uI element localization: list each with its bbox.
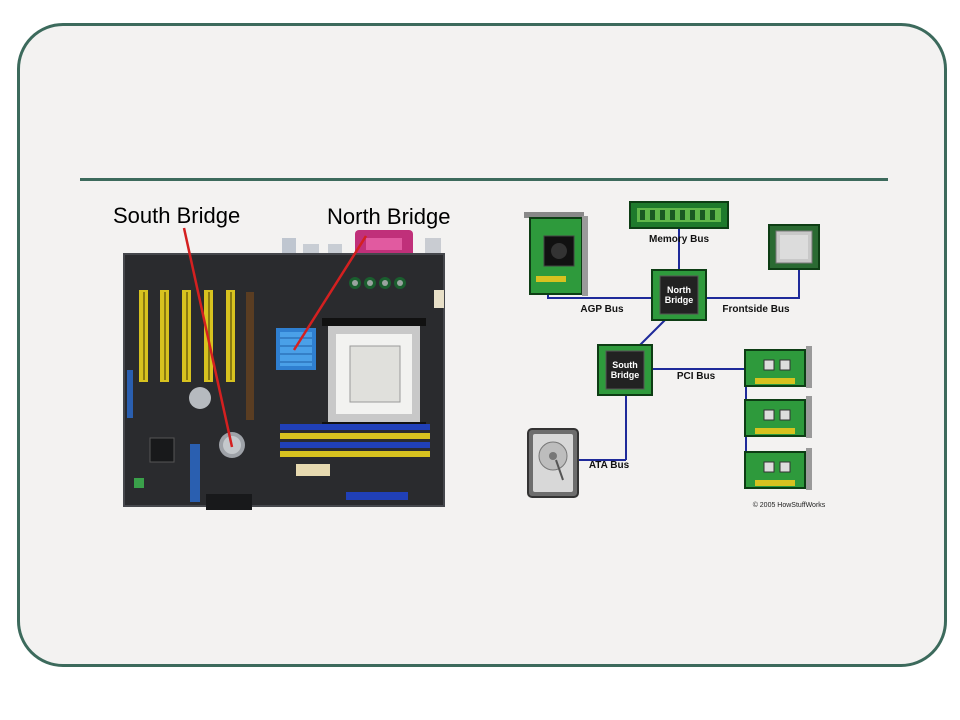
memory-module-icon bbox=[629, 201, 729, 229]
south-bridge-chip: South Bridge bbox=[597, 344, 653, 396]
north-bridge-text-2: Bridge bbox=[665, 295, 694, 305]
south-bridge-label: South Bridge bbox=[113, 203, 241, 228]
graphics-card-icon bbox=[524, 212, 588, 296]
nb-sb-link bbox=[636, 319, 666, 349]
pci-bus-label: PCI Bus bbox=[677, 371, 716, 382]
north-bridge-text-1: North bbox=[667, 285, 691, 295]
pci-card-icon bbox=[744, 346, 812, 388]
memory-bus-label: Memory Bus bbox=[649, 234, 709, 245]
north-bridge-pointer bbox=[292, 235, 368, 351]
hard-drive-icon bbox=[527, 428, 579, 498]
frontside-bus-label: Frontside Bus bbox=[722, 304, 790, 315]
copyright-credit: © 2005 HowStuffWorks bbox=[753, 501, 826, 509]
agp-bus-line bbox=[547, 294, 654, 299]
south-bridge-text-2: Bridge bbox=[611, 370, 640, 380]
north-bridge-chip: North Bridge bbox=[651, 269, 707, 321]
ata-bus-label: ATA Bus bbox=[589, 460, 630, 471]
cpu-icon bbox=[768, 224, 820, 270]
north-bridge-label: North Bridge bbox=[327, 204, 451, 229]
pci-card-icon bbox=[744, 448, 812, 490]
frontside-bus-line bbox=[706, 270, 800, 299]
pci-card-icon bbox=[744, 396, 812, 438]
motherboard-photo bbox=[123, 230, 445, 510]
bus-diagram: North Bridge South Bridge bbox=[524, 201, 826, 509]
south-bridge-text-1: South bbox=[612, 360, 638, 370]
south-bridge-pointer bbox=[182, 227, 234, 448]
agp-bus-label: AGP Bus bbox=[580, 304, 624, 315]
title-rule bbox=[80, 178, 888, 181]
